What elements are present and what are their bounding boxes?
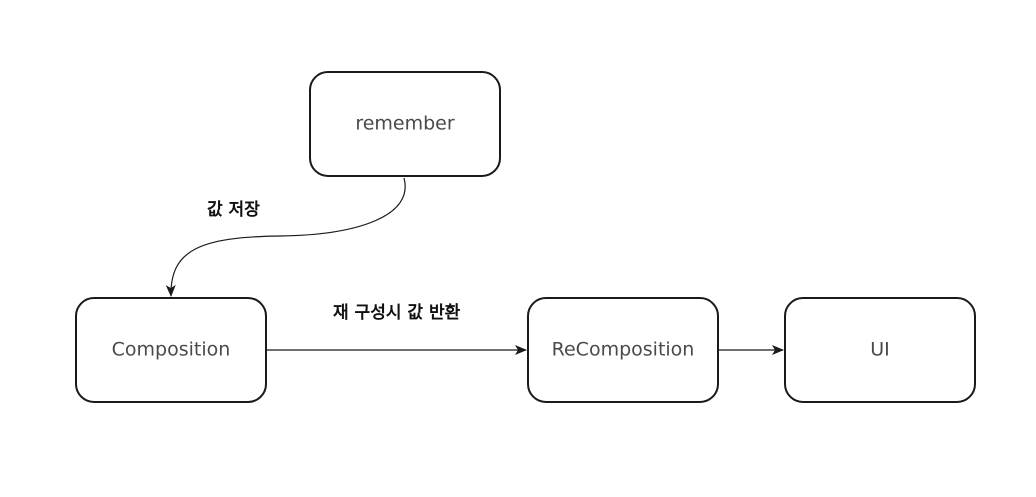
edge-remember-to-composition: 값 저장 bbox=[165, 177, 406, 297]
node-ui-box bbox=[784, 297, 976, 403]
node-recomposition-box bbox=[527, 297, 719, 403]
edge-composition-to-recomposition: 재 구성시 값 반환 bbox=[266, 303, 527, 355]
node-remember-label: remember bbox=[355, 113, 455, 135]
edge-composition-to-recomposition-label: 재 구성시 값 반환 bbox=[333, 303, 461, 323]
node-composition-box bbox=[75, 297, 267, 403]
node-composition[interactable]: Composition bbox=[75, 297, 267, 403]
node-remember[interactable]: remember bbox=[309, 71, 501, 177]
node-remember-box bbox=[309, 71, 501, 177]
node-recomposition[interactable]: ReComposition bbox=[527, 297, 719, 403]
node-ui-label: UI bbox=[870, 339, 890, 361]
node-ui[interactable]: UI bbox=[784, 297, 976, 403]
edge-remember-to-composition-label: 값 저장 bbox=[207, 200, 260, 220]
node-composition-label: Composition bbox=[112, 339, 231, 361]
node-recomposition-label: ReComposition bbox=[552, 339, 695, 361]
edge-remember-to-composition-line bbox=[165, 177, 406, 297]
